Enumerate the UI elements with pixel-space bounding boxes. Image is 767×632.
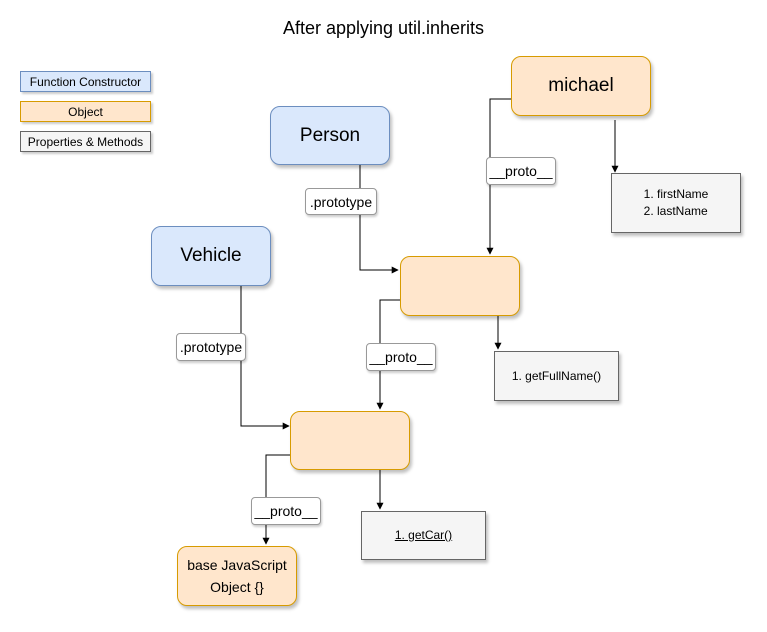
property-item: 1. firstName — [643, 187, 709, 201]
property-item: 1. getCar() — [394, 528, 453, 542]
michael-proto-label-text: __proto__ — [489, 163, 553, 179]
base-javascript-object: base JavaScript Object {} — [177, 546, 297, 606]
base-object-label-line1: base JavaScript — [187, 557, 287, 573]
person-prototype-connector — [359, 165, 399, 274]
vehicle-prototype-label: .prototype — [176, 333, 246, 361]
michael-object-label: michael — [548, 75, 614, 96]
vehicle-prototype-label-text: .prototype — [179, 339, 243, 355]
person-prototype-properties: 1. getFullName() — [494, 351, 619, 401]
michael-proto-connector — [486, 98, 511, 255]
legend-object-label: Object — [68, 104, 103, 119]
michael-proto-label: __proto__ — [486, 157, 556, 185]
vehicle-prototype-properties-list: 1. getCar() — [395, 527, 452, 544]
vehicle-prototype-properties: 1. getCar() — [361, 511, 486, 560]
property-item: 1. getFullName() — [511, 368, 602, 383]
legend-function-constructor: Function Constructor — [20, 71, 151, 92]
vehicle-obj-proto-label-text: __proto__ — [254, 503, 318, 519]
michael-properties: 1. firstName 2. lastName — [611, 173, 741, 233]
person-obj-proto-connector — [376, 299, 400, 410]
property-item: 2. lastName — [643, 204, 708, 218]
base-object-label-line2: Object {} — [210, 579, 264, 595]
vehicle-prototype-connector — [240, 286, 290, 430]
legend-object: Object — [20, 101, 151, 122]
person-obj-proto-label-text: __proto__ — [369, 349, 433, 365]
person-prototype-properties-list: 1. getFullName() — [512, 368, 601, 385]
vehicle-constructor-label: Vehicle — [180, 245, 242, 266]
person-constructor: Person — [270, 106, 390, 165]
michael-object: michael — [511, 56, 651, 116]
vehicle-obj-proto-label: __proto__ — [251, 497, 321, 525]
legend-properties-methods-label: Properties & Methods — [27, 134, 144, 149]
person-obj-proto-label: __proto__ — [366, 343, 436, 371]
vehicle-constructor: Vehicle — [151, 226, 271, 286]
michael-properties-list: 1. firstName 2. lastName — [644, 186, 709, 220]
legend-function-constructor-label: Function Constructor — [29, 74, 142, 89]
diagram-title: After applying util.inherits — [282, 18, 485, 38]
person-prototype-label-text: .prototype — [309, 193, 373, 210]
person-prototype-object — [400, 256, 520, 316]
legend-properties-methods: Properties & Methods — [20, 131, 151, 152]
vehicle-prototype-object — [290, 411, 410, 470]
person-constructor-label: Person — [299, 124, 361, 146]
person-prototype-label: .prototype — [305, 188, 377, 215]
